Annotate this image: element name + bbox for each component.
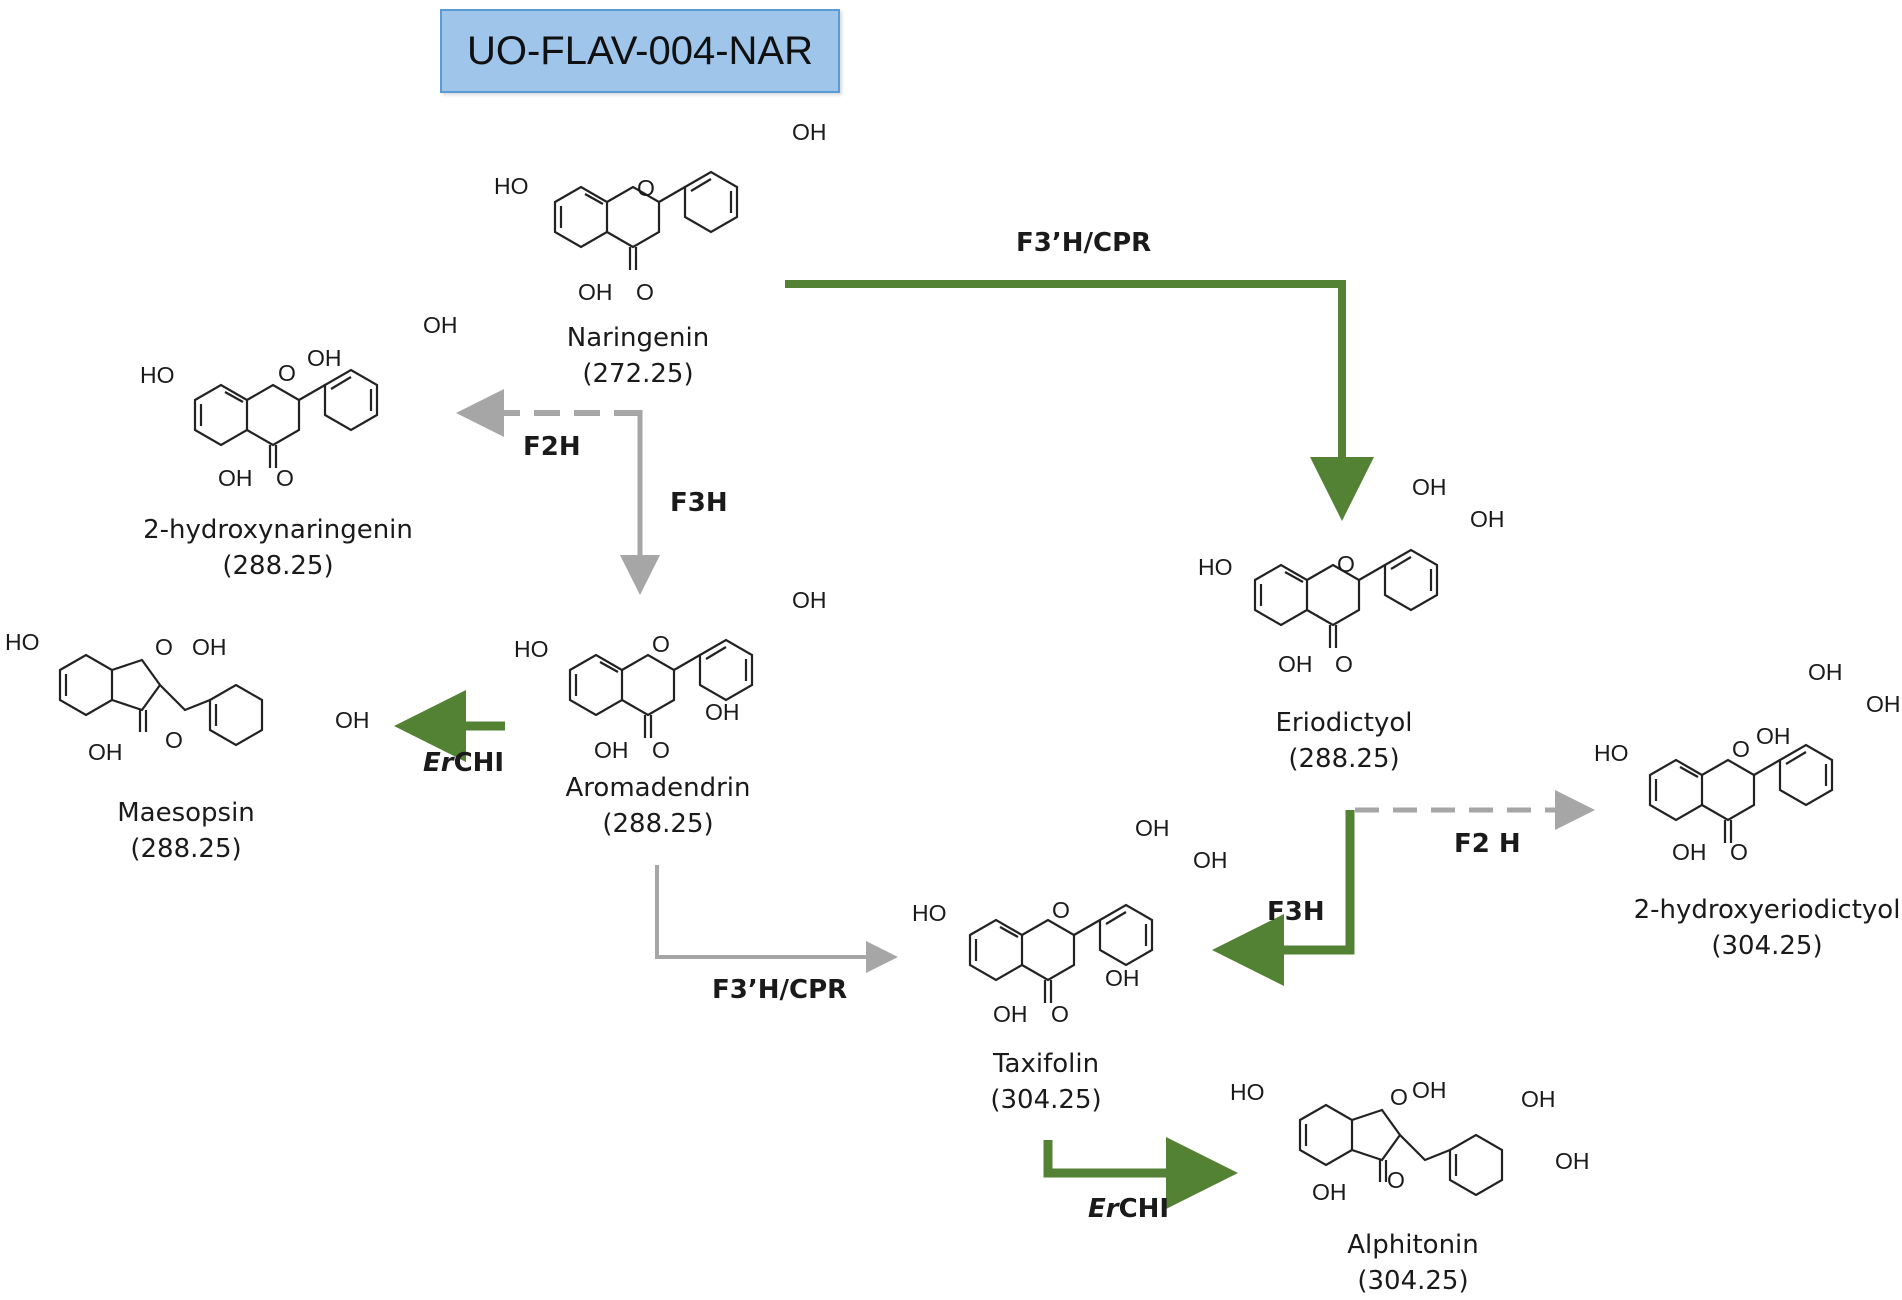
atom-oh: OH [1412, 474, 1447, 500]
atom-oh: OH [1193, 847, 1228, 873]
atom-oh: OH [192, 634, 227, 660]
atom-labels: HO O OH O OH HO O OH OH O OH HO O OH O O… [5, 119, 1901, 1205]
atom-oh: OH [1412, 1077, 1447, 1103]
atom-oh: OH [705, 699, 740, 725]
arrow-aromadendrin-to-taxifolin [655, 865, 898, 973]
atom-o: O [278, 360, 296, 386]
atom-o: O [1335, 651, 1353, 677]
compound-label-naringenin: Naringenin (272.25) [567, 320, 709, 392]
atom-o: O [155, 634, 173, 660]
atom-oh: OH [1470, 506, 1505, 532]
compound-mass: (272.25) [582, 359, 694, 389]
compound-name: Naringenin [566, 323, 710, 353]
atom-oh: OH [578, 279, 613, 305]
enzyme-label-erchi-bottom: ErCHI [1088, 1194, 1169, 1224]
enzyme-suffix: CHI [1118, 1194, 1170, 1224]
atom-o: O [1730, 839, 1748, 865]
compound-label-2-hydroxynaringenin: 2-hydroxynaringenin (288.25) [143, 512, 413, 584]
atom-oh: OH [1672, 839, 1707, 865]
enzyme-label-f3h-right: F3H [1267, 897, 1325, 927]
enzyme-label-erchi-left: ErCHI [423, 748, 504, 778]
atom-ho: HO [5, 629, 40, 655]
arrow-taxifolin-to-alphitonin [1043, 1137, 1238, 1209]
compound-label-2-hydroxyeriodictyol: 2-hydroxyeriodictyol (304.25) [1634, 892, 1901, 964]
compound-name: 2-hydroxyeriodictyol [1633, 895, 1901, 925]
compound-name: Alphitonin [1347, 1230, 1479, 1260]
compound-label-taxifolin: Taxifolin (304.25) [990, 1046, 1101, 1118]
atom-ho: HO [140, 362, 175, 388]
atom-oh: OH [307, 345, 342, 371]
compound-label-maesopsin: Maesopsin (288.25) [117, 795, 255, 867]
enzyme-prefix: Er [423, 748, 454, 778]
atom-oh: OH [423, 312, 458, 338]
enzyme-prefix: Er [1088, 1194, 1119, 1224]
compound-mass: (288.25) [602, 809, 714, 839]
atom-o: O [165, 727, 183, 753]
pathway-title: UO-FLAV-004-NAR [440, 9, 840, 93]
atom-oh: OH [594, 737, 629, 763]
atom-ho: HO [514, 636, 549, 662]
atom-ho: HO [1594, 740, 1629, 766]
atom-o: O [276, 465, 294, 491]
enzyme-suffix: CHI [453, 748, 505, 778]
compound-label-eriodictyol: Eriodictyol (288.25) [1276, 705, 1413, 777]
atom-oh: OH [1555, 1148, 1590, 1174]
atom-o: O [1051, 1001, 1069, 1027]
atom-o: O [637, 175, 655, 201]
atom-o: O [652, 631, 670, 657]
atom-o: O [636, 279, 654, 305]
atom-ho: HO [1198, 554, 1233, 580]
atom-oh: OH [1135, 815, 1170, 841]
atom-o: O [1390, 1084, 1408, 1110]
atom-oh: OH [1278, 651, 1313, 677]
atom-oh: OH [1808, 659, 1843, 685]
enzyme-label-f2h-right: F2 H [1454, 829, 1521, 859]
atom-o: O [1052, 897, 1070, 923]
atom-oh: OH [792, 119, 827, 145]
compound-mass: (304.25) [990, 1085, 1102, 1115]
compound-name: Eriodictyol [1275, 708, 1413, 738]
atom-o: O [1732, 736, 1750, 762]
atom-ho: HO [494, 173, 529, 199]
atom-oh: OH [1866, 691, 1901, 717]
compound-mass: (304.25) [1357, 1266, 1469, 1296]
atom-o: O [652, 737, 670, 763]
compound-name: Maesopsin [117, 798, 255, 828]
atom-oh: OH [792, 587, 827, 613]
atom-oh: OH [88, 739, 123, 765]
atom-oh: OH [1105, 965, 1140, 991]
arrow-eriodictyol-to-taxifolin [1212, 810, 1355, 986]
atom-ho: HO [912, 900, 947, 926]
atom-oh: OH [1521, 1086, 1556, 1112]
enzyme-label-f2h-left: F2H [523, 432, 581, 462]
enzyme-label-f3h-left: F3H [670, 488, 728, 518]
atom-oh: OH [218, 465, 253, 491]
atom-oh: OH [1312, 1179, 1347, 1205]
compound-name: Aromadendrin [565, 773, 751, 803]
atom-o: O [1387, 1167, 1405, 1193]
atom-oh: OH [993, 1001, 1028, 1027]
enzyme-label-f3h-cpr-bottom: F3’H/CPR [712, 975, 848, 1005]
atom-oh: OH [1756, 723, 1791, 749]
compound-name: 2-hydroxynaringenin [143, 515, 413, 545]
compound-mass: (288.25) [1288, 744, 1400, 774]
compound-mass: (288.25) [130, 834, 242, 864]
enzyme-label-f3h-cpr-top: F3’H/CPR [1016, 228, 1152, 258]
atom-o: O [1337, 551, 1355, 577]
atom-ho: HO [1230, 1079, 1265, 1105]
compound-label-aromadendrin: Aromadendrin (288.25) [566, 770, 751, 842]
arrow-naringenin-to-eriodictyol [785, 280, 1374, 521]
compound-mass: (304.25) [1711, 931, 1823, 961]
compound-mass: (288.25) [222, 551, 334, 581]
maesopsin-structure [58, 653, 264, 747]
compound-name: Taxifolin [992, 1049, 1100, 1079]
compound-label-alphitonin: Alphitonin (304.25) [1347, 1227, 1479, 1299]
atom-oh: OH [335, 707, 370, 733]
